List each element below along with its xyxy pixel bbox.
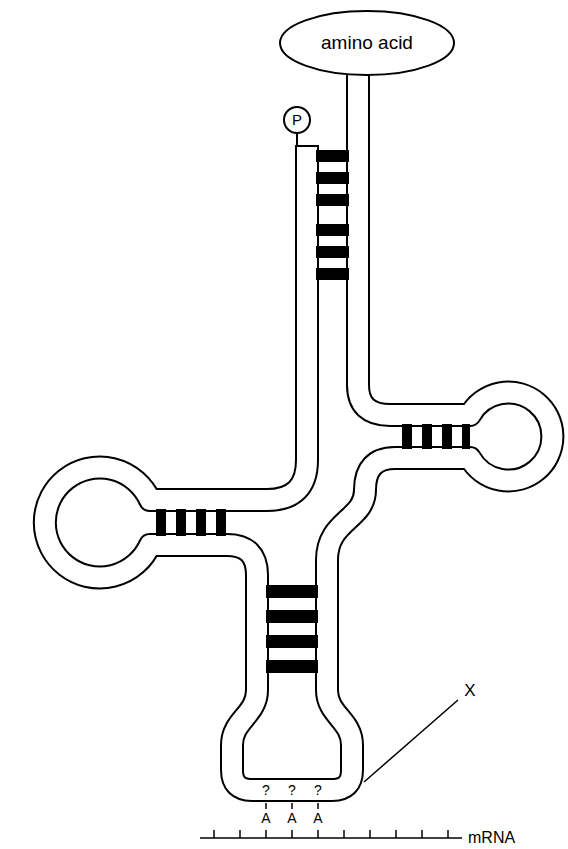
codon-base: A <box>287 811 296 825</box>
callout-letter: X <box>464 682 475 699</box>
phosphate-stalk <box>296 134 298 146</box>
codon-base: A <box>313 811 322 825</box>
anticodon-base: ? <box>314 783 322 797</box>
mrna-label: mRNA <box>468 830 515 846</box>
codon-pairing-lines <box>266 803 318 809</box>
base-pair-bars <box>156 150 470 673</box>
mrna-strand <box>200 830 462 838</box>
anticodon-base: ? <box>288 783 296 797</box>
node-text: amino acid <box>321 33 413 52</box>
phosphate-circle: P <box>283 106 311 134</box>
leader-line <box>364 700 458 782</box>
codon-base: A <box>261 811 270 825</box>
anticodon-base: ? <box>262 783 270 797</box>
amino-acid-ellipse: amino acid <box>279 10 455 76</box>
trna-strand <box>45 58 553 790</box>
node-text: P <box>292 112 302 127</box>
